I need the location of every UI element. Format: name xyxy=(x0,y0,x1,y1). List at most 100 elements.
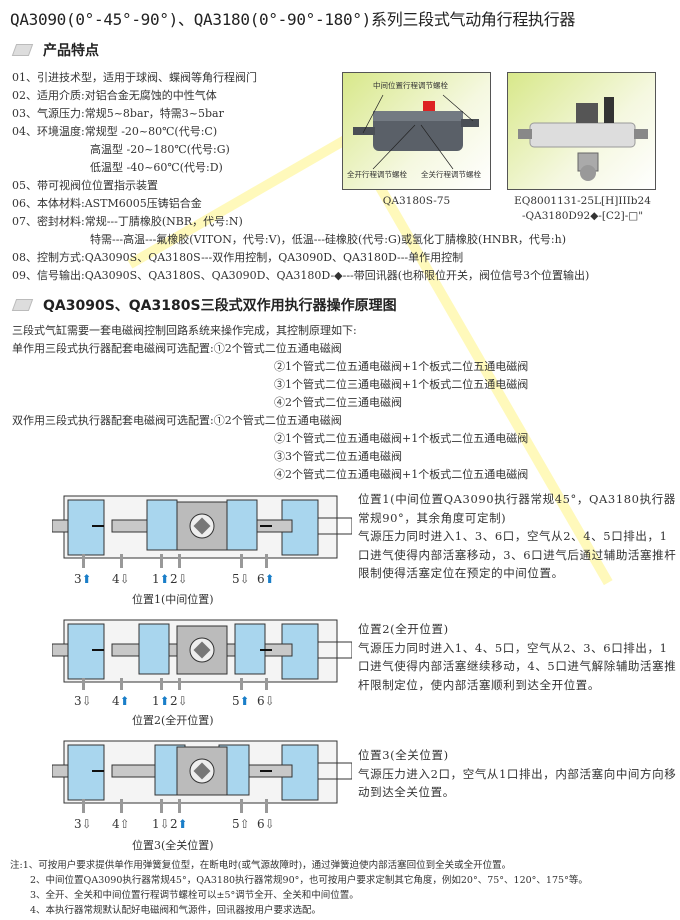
port-number: 6 xyxy=(257,817,265,831)
port-channel xyxy=(178,799,181,813)
port-number: 2 xyxy=(170,817,178,831)
port-number: 1 xyxy=(152,817,160,831)
port-4: 4⇧ xyxy=(112,817,130,831)
port-3: 3⇩ xyxy=(74,694,92,708)
port-number: 3 xyxy=(74,694,82,708)
actuator-photo-qa3180d xyxy=(507,72,656,190)
port-2: 2⬆ xyxy=(170,817,188,831)
feature-item: 06、本体材料:ASTM6005压铸铝合金 xyxy=(12,197,202,210)
air-in-arrow-icon: ⬆ xyxy=(159,572,170,586)
port-4: 4⬆ xyxy=(112,694,130,708)
config-line: ④2个管式二位三通电磁阀 xyxy=(274,396,402,409)
feature-item: 03、气源压力:常规5~8bar，特需3~5bar xyxy=(12,107,224,120)
port-3: 3⬆ xyxy=(74,572,92,586)
air-out-arrow-icon: ⇩ xyxy=(264,694,275,708)
photo-caption: EQ8001131-25L[H]IIIb24 xyxy=(514,195,651,207)
position-title: 位置3(全关位置) xyxy=(358,748,449,762)
feature-item: 高温型 -20~180℃(代号:G) xyxy=(90,143,230,156)
diagram-caption: 位置1(中间位置) xyxy=(132,593,214,606)
port-channel xyxy=(160,678,163,692)
port-4: 4⇩ xyxy=(112,572,130,586)
note-item: 3、全开、全关和中间位置行程调节螺栓可以±5°调节全开、全关和中间位置。 xyxy=(30,890,359,901)
actuator-cross-section xyxy=(51,619,353,692)
air-out-arrow-icon: ⇩ xyxy=(159,817,170,831)
air-out-arrow-icon: ⇩ xyxy=(264,817,275,831)
port-number: 1 xyxy=(152,694,160,708)
photo-label: 全关行程调节螺栓 xyxy=(421,170,481,179)
air-out-arrow-icon: ⇩ xyxy=(119,572,130,586)
port-6: 6⇩ xyxy=(257,817,275,831)
feature-item: 01、引进技术型，适用于球阀、蝶阀等角行程阀门 xyxy=(12,71,257,84)
port-channel xyxy=(160,799,163,813)
port-channel xyxy=(265,554,268,568)
pinion-shaft xyxy=(193,517,211,535)
port-1: 1⇩ xyxy=(152,817,170,831)
diagram-position-2: 3⇩4⬆1⬆2⇩5⬆6⇩ 位置2(全开位置) xyxy=(51,612,353,727)
port-labels: 3⬆4⇩1⬆2⇩5⇩6⬆ xyxy=(52,572,352,588)
position-2-description: 位置2(全开位置) 气源压力同时进入1、4、5口，空气从2、3、6口排出，1口进… xyxy=(358,620,678,694)
config-line: 三段式气缸需要一套电磁阀控制回路系统来操作完成，其控制原理如下: xyxy=(12,324,357,337)
page-title: QA3090(0°-45°-90°)、QA3180(0°-90°-180°)系列… xyxy=(10,10,576,29)
port-2: 2⇩ xyxy=(170,572,188,586)
diagram-position-1: 3⬆4⇩1⬆2⇩5⇩6⬆ 位置1(中间位置) xyxy=(51,488,353,606)
photo-label: 全开行程调节螺栓 xyxy=(347,170,407,179)
config-line: ②1个管式二位五通电磁阀+1个板式二位五通电磁阀 xyxy=(274,432,529,445)
air-out-arrow-icon: ⇩ xyxy=(81,694,92,708)
photo-caption: -QA3180D92◆-[C2]-□" xyxy=(521,210,644,222)
position-body: 气源压力进入2口，空气从1口排出，内部活塞向中间方向移动到达全关位置。 xyxy=(358,766,677,800)
section-marker-icon xyxy=(11,44,34,56)
section-title: 产品特点 xyxy=(43,43,99,59)
air-in-arrow-icon: ⬆ xyxy=(264,572,275,586)
port-channel xyxy=(82,554,85,568)
port-channel xyxy=(120,799,123,813)
port-labels: 3⇩4⬆1⬆2⇩5⬆6⇩ xyxy=(52,694,352,710)
port-number: 3 xyxy=(74,817,82,831)
feature-item: 低温型 -40~60℃(代号:D) xyxy=(90,161,223,174)
main-piston-left xyxy=(146,499,178,551)
port-number: 1 xyxy=(152,572,160,586)
photo-caption: QA3180S-75 xyxy=(382,195,451,207)
config-line: ④2个管式二位五通电磁阀+1个板式二位五通电磁阀 xyxy=(274,468,529,481)
air-out-arrow-icon: ⇩ xyxy=(239,572,250,586)
feature-item: 09、信号输出:QA3090S、QA3180S、QA3090D、QA3180D-… xyxy=(12,269,590,282)
air-in-arrow-icon: ⬆ xyxy=(159,694,170,708)
port-channel xyxy=(240,554,243,568)
port-number: 4 xyxy=(112,572,120,586)
port-3: 3⇩ xyxy=(74,817,92,831)
config-line: ③1个管式二位三通电磁阀+1个板式二位五通电磁阀 xyxy=(274,378,529,391)
port-channel xyxy=(160,554,163,568)
air-in-arrow-icon: ⬆ xyxy=(119,694,130,708)
port-number: 5 xyxy=(232,694,240,708)
pinion-shaft xyxy=(193,641,211,659)
main-piston-left xyxy=(138,623,170,675)
aux-piston-left xyxy=(67,744,105,801)
air-out-arrow-icon: ⇧ xyxy=(119,817,130,831)
photo-label: 中间位置行程调节螺栓 xyxy=(373,81,448,90)
feature-item: 08、控制方式:QA3090S、QA3180S---双作用控制，QA3090D、… xyxy=(12,251,464,264)
notes: 注:1、可按用户要求提供单作用弹簧复位型，在断电时(或气源故障时)，通过弹簧迫使… xyxy=(10,858,588,918)
section-marker-icon xyxy=(11,299,34,311)
control-config-text: 三段式气缸需要一套电磁阀控制回路系统来操作完成，其控制原理如下: 单作用三段式执… xyxy=(12,322,528,484)
port-1: 1⬆ xyxy=(152,572,170,586)
port-channel xyxy=(82,799,85,813)
main-piston-right xyxy=(226,499,258,551)
position-body: 气源压力同时进入1、4、5口，空气从2、3、6口排出，1口进气使得内部活塞继续移… xyxy=(358,640,677,692)
port-number: 2 xyxy=(170,694,178,708)
port-5: 5⇩ xyxy=(232,572,250,586)
port-labels: 3⇩4⇧1⇩2⬆5⇧6⇩ xyxy=(52,817,352,833)
aux-piston-left xyxy=(67,623,105,680)
port-number: 5 xyxy=(232,572,240,586)
position-title: 位置1(中间位置QA3090执行器常规45°，QA3180执行器常规90°，其余… xyxy=(358,492,676,525)
feature-item: 特需---高温---氟橡胶(VITON，代号:V)，低温---硅橡胶(代号:G)… xyxy=(90,233,566,246)
config-line: ③3个管式二位五通电磁阀 xyxy=(274,450,402,463)
port-channel xyxy=(82,678,85,692)
feature-item: 07、密封材料:常规---丁腈橡胶(NBR，代号:N) xyxy=(12,215,243,228)
port-5: 5⇧ xyxy=(232,817,250,831)
air-in-arrow-icon: ⬆ xyxy=(81,572,92,586)
port-number: 6 xyxy=(257,572,265,586)
pinion-shaft xyxy=(193,762,211,780)
aux-piston-left xyxy=(67,499,105,556)
note-item: 4、本执行器常规默认配好电磁阀和气源件，回讯器按用户要求选配。 xyxy=(30,905,322,916)
air-out-arrow-icon: ⇧ xyxy=(239,817,250,831)
port-channel xyxy=(240,678,243,692)
